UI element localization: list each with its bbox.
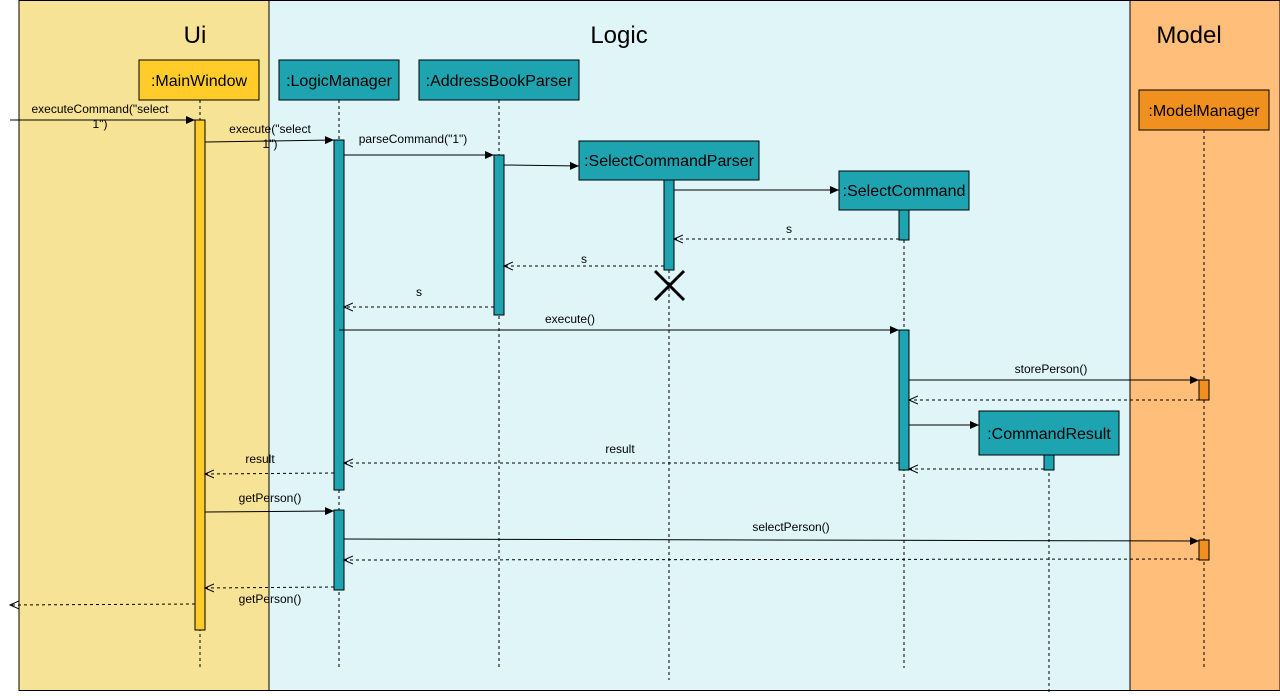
msg-return-selectPerson	[344, 559, 1200, 560]
participant-selectcommand-label: :SelectCommand	[843, 183, 966, 200]
participant-modelmanager	[1138, 89, 1270, 131]
participant-mainwindow	[138, 59, 260, 101]
activation-mainwindow	[194, 119, 206, 631]
msg-label-storePerson: storePerson()	[1015, 362, 1088, 376]
activation-selectcommand-1	[898, 209, 910, 241]
msg-label-s-2: s	[581, 252, 587, 266]
msg-getPerson	[204, 507, 335, 516]
participant-addressbookparser	[418, 59, 580, 101]
msg-label-parseCommand: parseCommand("1")	[359, 132, 468, 146]
activation-addressbookparser	[493, 154, 505, 316]
activation-logicmanager-1	[333, 139, 345, 491]
participant-selectcommandparser-label: :SelectCommandParser	[584, 153, 755, 170]
msg-label-getPerson-2: getPerson()	[239, 592, 302, 606]
participant-commandresult-label: :CommandResult	[987, 426, 1111, 443]
activation-modelmanager-1	[1198, 379, 1210, 401]
activation-selectcommand-2	[898, 329, 910, 471]
msg-label-selectPerson: selectPerson()	[752, 520, 829, 534]
msg-label-executeCommand-2: 1")	[93, 117, 108, 131]
lane-title-model: Model	[1156, 22, 1221, 49]
msg-label-execute-select-2: 1")	[263, 137, 278, 151]
participant-selectcommand	[838, 170, 970, 211]
participant-logicmanager	[278, 59, 400, 101]
msg-label-executeCommand-1: executeCommand("select	[32, 102, 170, 116]
msg-label-s-3: s	[416, 285, 422, 299]
msg-label-getPerson-1: getPerson()	[239, 491, 302, 505]
msg-label-execute-select-1: execute("select	[229, 122, 311, 136]
participant-modelmanager-label: :ModelManager	[1148, 103, 1260, 120]
lane-title-ui: Ui	[184, 22, 207, 49]
lane-title-logic: Logic	[590, 22, 647, 49]
destroy-mark	[653, 269, 686, 302]
participant-logicmanager-label: :LogicManager	[286, 73, 393, 90]
msg-return-mainwindow	[10, 604, 196, 605]
activation-selectcommandparser	[663, 179, 675, 271]
activation-modelmanager-2	[1198, 539, 1210, 561]
participant-commandresult	[978, 410, 1120, 456]
msg-label-execute: execute()	[545, 312, 595, 326]
lane-logic	[268, 0, 1131, 691]
msg-create-selectcommandparser	[503, 161, 580, 170]
participant-mainwindow-label: :MainWindow	[151, 73, 247, 90]
msg-selectPerson	[343, 536, 1200, 545]
activation-logicmanager-2	[333, 509, 345, 591]
msg-label-result-2: result	[245, 452, 275, 466]
lane-ui	[18, 0, 270, 691]
msg-label-s-1: s	[786, 222, 792, 236]
participant-addressbookparser-label: :AddressBookParser	[426, 73, 573, 90]
msg-execute-select	[204, 136, 335, 145]
activation-commandresult	[1043, 454, 1055, 471]
msg-label-result-1: result	[605, 442, 635, 456]
participant-selectcommandparser	[578, 140, 760, 181]
